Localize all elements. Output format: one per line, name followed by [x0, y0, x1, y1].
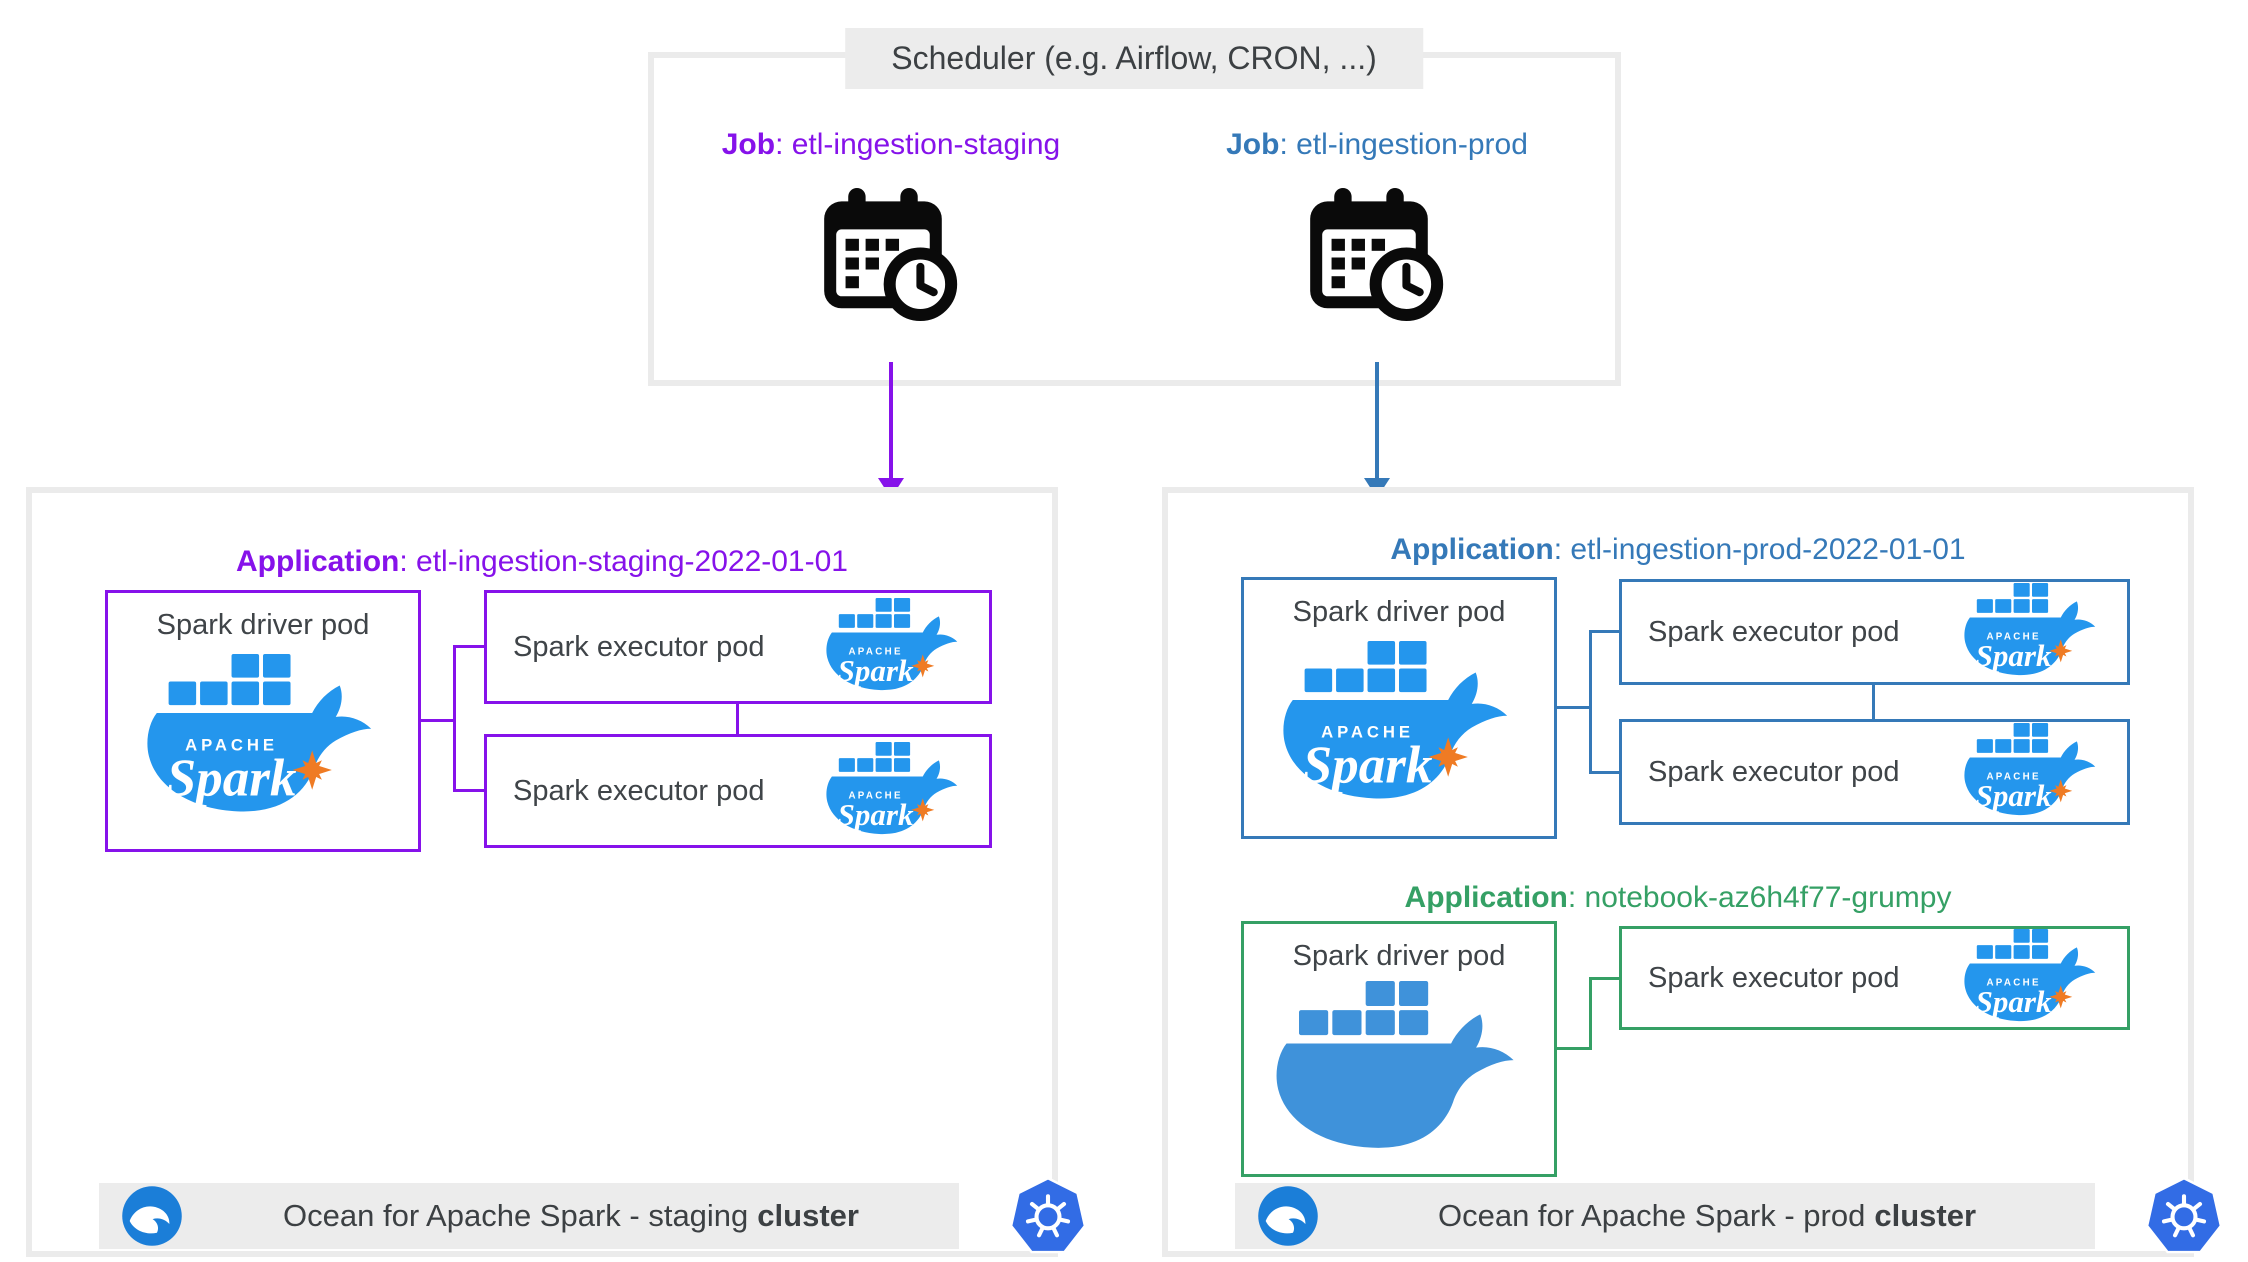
job-name: : etl-ingestion-prod — [1279, 128, 1528, 161]
application-name: : etl-ingestion-staging-2022-01-01 — [399, 545, 848, 578]
pod-label: Spark driver pod — [156, 609, 370, 641]
kubernetes-logo-icon — [2142, 1175, 2226, 1257]
connector-line — [1589, 977, 1592, 1050]
job-keyword: Job — [721, 128, 776, 161]
connector-line — [1589, 977, 1619, 980]
job-staging: Job: etl-ingestion-staging — [648, 128, 1134, 327]
job-name: : etl-ingestion-staging — [775, 128, 1061, 161]
cluster-name-text: Ocean for Apache Spark - prod — [1437, 1198, 1866, 1233]
pod-label: Spark driver pod — [1292, 940, 1506, 972]
pod-label: Spark executor pod — [1648, 961, 1900, 994]
docker-spark-icon — [1963, 929, 2101, 1028]
job-prod: Job: etl-ingestion-prod — [1134, 128, 1620, 327]
job-keyword: Job — [1226, 128, 1280, 161]
arrow-line — [1375, 362, 1379, 480]
connector-line — [453, 645, 484, 648]
pod-label: Spark driver pod — [1292, 596, 1506, 628]
spark-driver-pod: Spark driver pod — [105, 590, 421, 852]
spark-driver-pod: Spark driver pod — [1241, 921, 1557, 1177]
connector-line — [453, 645, 456, 792]
docker-spark-icon — [1281, 641, 1517, 810]
cluster-name-text: Ocean for Apache Spark - staging — [283, 1198, 749, 1233]
calendar-clock-icon — [1302, 188, 1452, 327]
application-keyword: Application — [1390, 533, 1554, 566]
docker-spark-icon — [825, 598, 963, 697]
application-keyword: Application — [236, 545, 400, 578]
docker-whale-icon — [1274, 981, 1524, 1160]
application-title-notebook: Application: notebook-az6h4f77-grumpy — [1168, 881, 2188, 915]
connector-line — [1589, 771, 1619, 774]
cluster-keyword: cluster — [757, 1198, 859, 1233]
arrow-line — [889, 362, 893, 480]
application-keyword: Application — [1404, 881, 1568, 914]
docker-spark-icon — [145, 654, 381, 823]
cluster-keyword: cluster — [1874, 1198, 1977, 1233]
connector-line — [736, 704, 739, 734]
spark-executor-pod: Spark executor pod — [1619, 579, 2130, 685]
connector-line — [1872, 685, 1875, 719]
job-prod-label: Job: etl-ingestion-prod — [1226, 128, 1528, 162]
job-staging-label: Job: etl-ingestion-staging — [722, 128, 1061, 162]
calendar-clock-icon — [816, 188, 966, 327]
spark-driver-pod: Spark driver pod — [1241, 577, 1557, 839]
application-name: : notebook-az6h4f77-grumpy — [1567, 881, 1952, 914]
docker-spark-icon — [1963, 583, 2101, 682]
spark-executor-pod: Spark executor pod — [484, 590, 992, 704]
cluster-staging-box: Application: etl-ingestion-staging-2022-… — [26, 487, 1058, 1257]
ocean-logo-icon — [1257, 1185, 1319, 1247]
connector-line — [1557, 706, 1589, 709]
spark-executor-pod: Spark executor pod — [1619, 926, 2130, 1030]
cluster-prod-box: Application: etl-ingestion-prod-2022-01-… — [1162, 487, 2194, 1257]
docker-spark-icon — [1963, 723, 2101, 822]
pod-label: Spark executor pod — [1648, 615, 1900, 648]
kubernetes-logo-icon — [1006, 1175, 1090, 1257]
pod-label: Spark executor pod — [513, 774, 765, 807]
connector-line — [453, 789, 484, 792]
spark-executor-pod: Spark executor pod — [1619, 719, 2130, 825]
spark-executor-pod: Spark executor pod — [484, 734, 992, 848]
pod-label: Spark executor pod — [513, 630, 765, 663]
connector-line — [421, 719, 453, 722]
scheduler-title: Scheduler (e.g. Airflow, CRON, ...) — [845, 28, 1423, 89]
connector-line — [1589, 630, 1619, 633]
connector-line — [1589, 630, 1592, 774]
connector-line — [1557, 1047, 1589, 1050]
application-name: : etl-ingestion-prod-2022-01-01 — [1553, 533, 1966, 566]
application-title-staging: Application: etl-ingestion-staging-2022-… — [32, 545, 1052, 579]
ocean-logo-icon — [121, 1185, 183, 1247]
pod-label: Spark executor pod — [1648, 755, 1900, 788]
application-title-prod: Application: etl-ingestion-prod-2022-01-… — [1168, 533, 2188, 567]
docker-spark-icon — [825, 742, 963, 841]
